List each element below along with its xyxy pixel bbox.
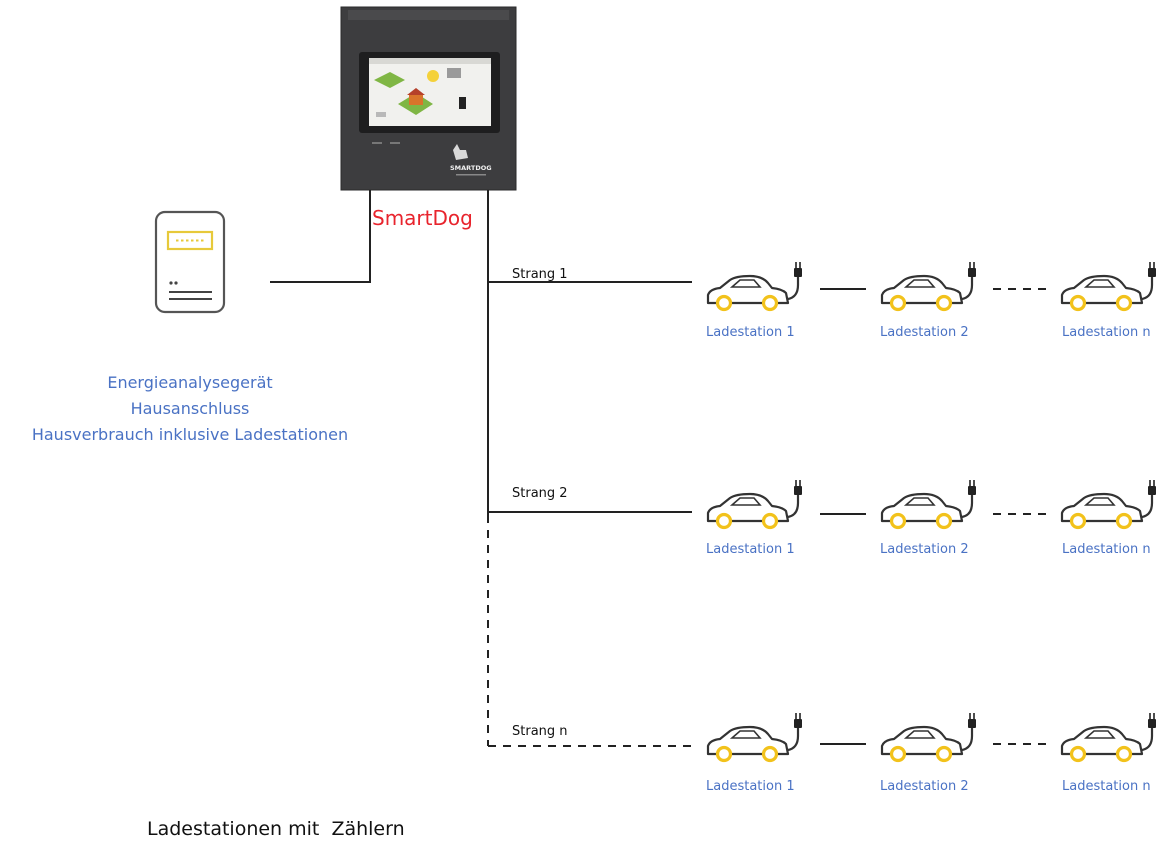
station-label: Ladestation 1 xyxy=(706,325,795,340)
footer-caption: Ladestationen mit Zählern xyxy=(147,818,405,840)
energy-meter-icon xyxy=(154,210,226,314)
ev-charging-car-icon xyxy=(706,260,804,312)
station-label: Ladestation n xyxy=(1062,325,1151,340)
station-label: Ladestation n xyxy=(1062,542,1151,557)
station-label: Ladestation n xyxy=(1062,779,1151,794)
meter-connection-line xyxy=(270,190,371,283)
energy-flow-screen-icon xyxy=(369,58,491,126)
strang-n-label: Strang n xyxy=(512,724,568,739)
station-label: Ladestation 2 xyxy=(880,325,969,340)
ev-charging-car-icon xyxy=(880,260,978,312)
ev-charging-car-icon xyxy=(1060,711,1158,763)
ev-charging-car-icon xyxy=(706,478,804,530)
ev-charging-car-icon xyxy=(880,478,978,530)
meter-line-1: Energieanalysegerät xyxy=(107,373,272,392)
device-label: SmartDog xyxy=(372,206,473,230)
station-label: Ladestation 1 xyxy=(706,542,795,557)
meter-line-3: Hausverbrauch inklusive Ladestationen xyxy=(32,425,348,444)
station-label: Ladestation 2 xyxy=(880,779,969,794)
smartdog-logo: SMARTDOG xyxy=(450,144,492,176)
wiring xyxy=(270,190,1047,747)
station-label: Ladestation 2 xyxy=(880,542,969,557)
ev-charging-car-icon xyxy=(1060,260,1158,312)
meter-description: Energieanalysegerät Hausanschluss Hausve… xyxy=(32,373,348,444)
strang-2-label: Strang 2 xyxy=(512,486,568,501)
strang-1-label: Strang 1 xyxy=(512,267,568,282)
ev-charging-car-icon xyxy=(880,711,978,763)
ev-charging-car-icon xyxy=(706,711,804,763)
station-label: Ladestation 1 xyxy=(706,779,795,794)
meter-line-2: Hausanschluss xyxy=(131,399,250,418)
logo-text: SMARTDOG xyxy=(450,164,492,172)
ev-charging-car-icon xyxy=(1060,478,1158,530)
smartdog-device: SMARTDOG xyxy=(340,6,517,191)
